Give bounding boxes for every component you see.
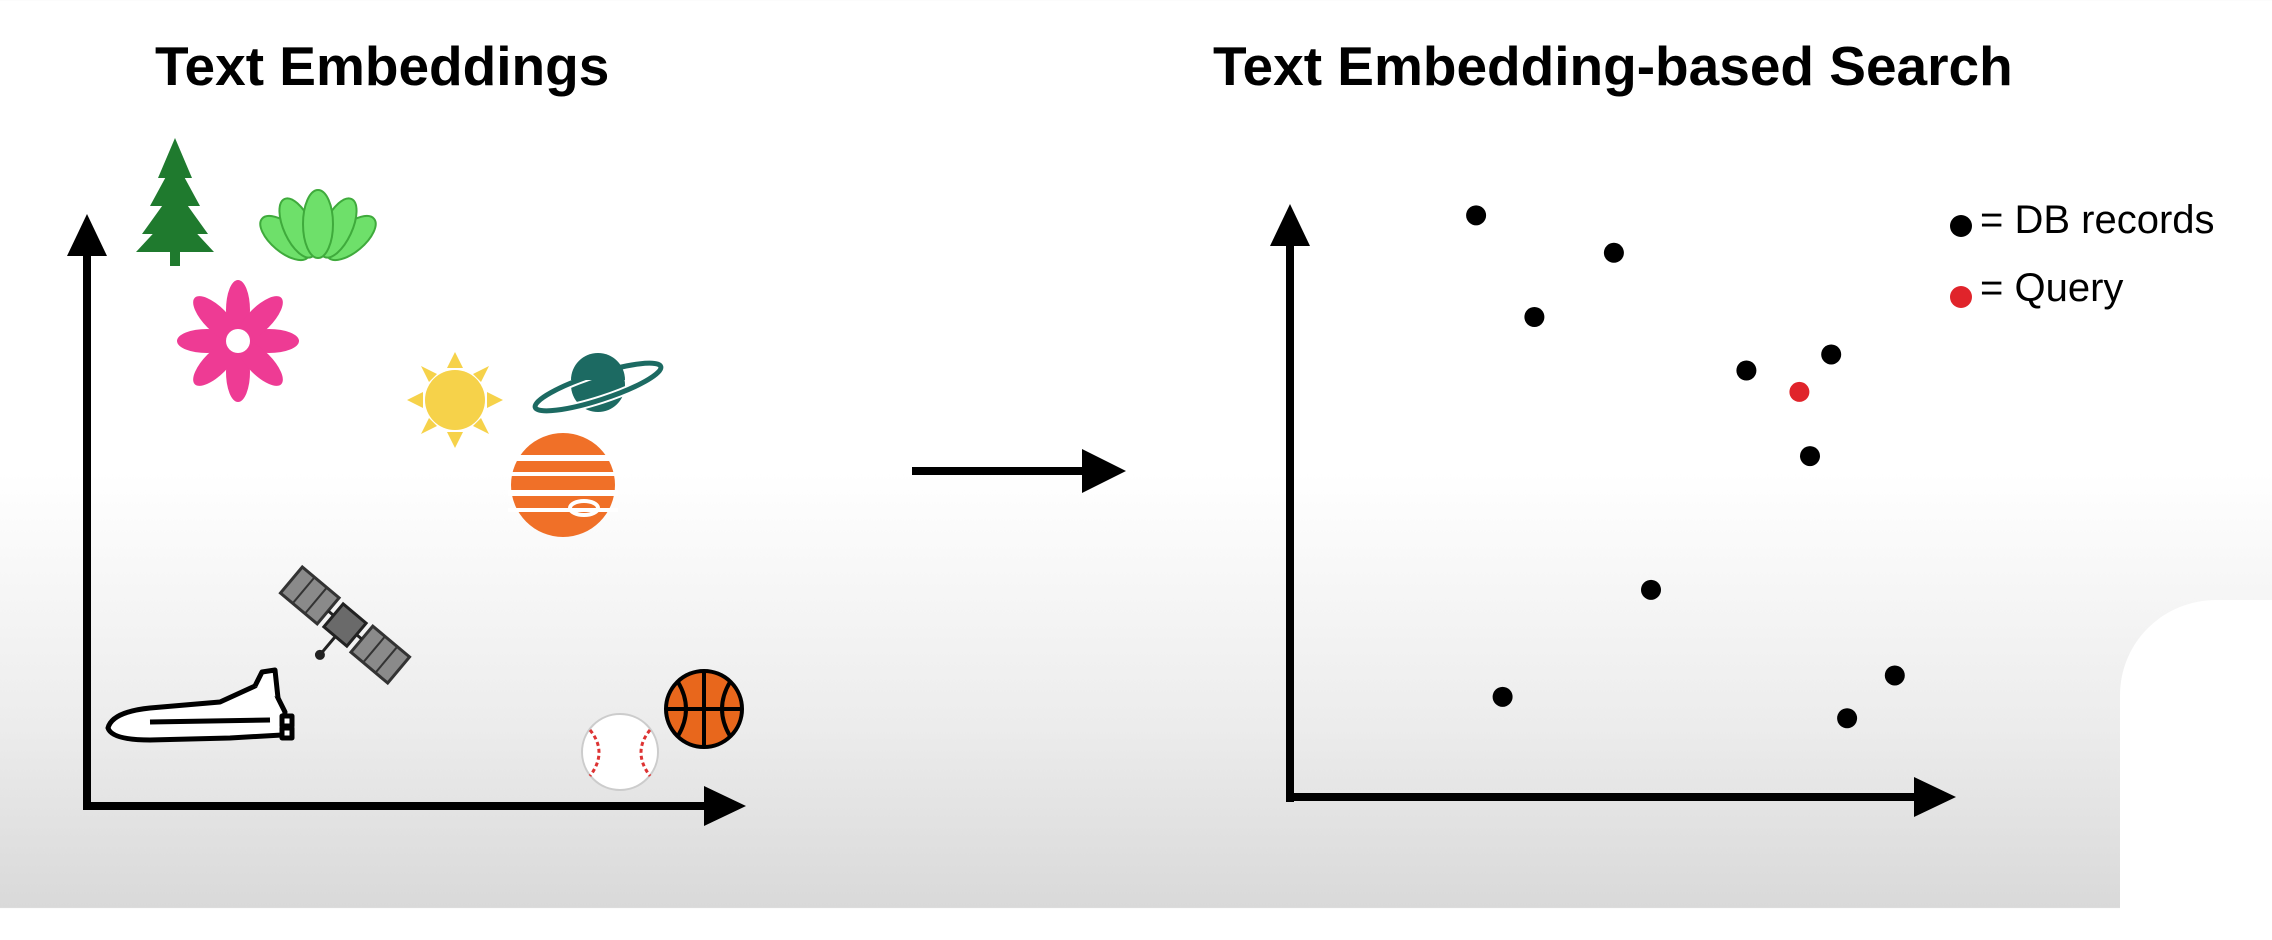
db-records-point-9 <box>1884 665 1905 686</box>
satellite-icon <box>278 564 412 686</box>
jupiter-icon <box>508 433 618 537</box>
db-records-point-3 <box>1524 307 1545 327</box>
baseball-icon <box>581 713 659 791</box>
query-legend-dot <box>1950 286 1972 308</box>
right-axes <box>1270 204 1956 817</box>
db-records-point-10 <box>1837 708 1858 729</box>
sun-icon <box>407 352 503 448</box>
basketball-icon <box>664 669 744 749</box>
db-records-legend-label: = DB records <box>1980 198 2215 242</box>
query-legend-label: = Query <box>1980 266 2124 310</box>
query-point-1 <box>1789 381 1810 402</box>
left-axes <box>67 214 746 826</box>
lotus-flower-icon <box>259 189 377 262</box>
ringed-planet-icon <box>530 353 666 416</box>
search-title: Text Embedding-based Search <box>1213 35 2013 97</box>
background-highlight <box>2120 600 2272 940</box>
scatter-points <box>1466 205 1905 729</box>
db-records-point-1 <box>1466 205 1487 226</box>
transform-arrow <box>912 449 1126 493</box>
db-records-point-7 <box>1641 579 1661 600</box>
db-record-legend-dot <box>1950 215 1972 237</box>
db-records-point-4 <box>1736 360 1757 381</box>
db-records-point-5 <box>1821 344 1842 365</box>
space-shuttle-icon <box>105 667 295 743</box>
db-records-point-2 <box>1603 242 1624 263</box>
db-records-point-8 <box>1492 686 1513 707</box>
pink-flower-icon <box>177 280 299 402</box>
embeddings-diagram <box>67 138 1956 826</box>
text-embeddings-title: Text Embeddings <box>155 35 610 97</box>
db-records-point-6 <box>1800 446 1820 467</box>
pine-tree-icon <box>136 138 214 266</box>
